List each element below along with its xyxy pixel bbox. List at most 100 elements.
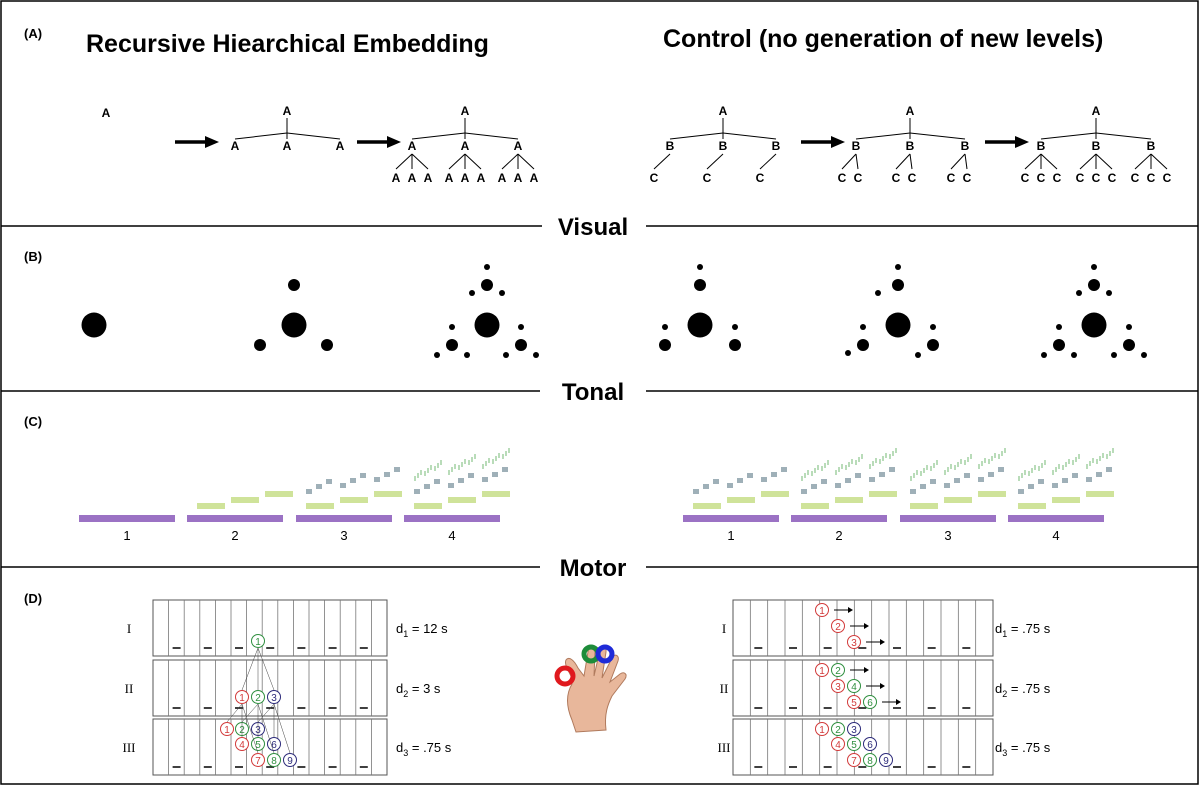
- dot: [895, 264, 901, 270]
- panel-d-label: (D): [24, 591, 42, 606]
- sequence-number: [235, 737, 249, 751]
- tree-node: C: [854, 171, 863, 185]
- tone-level-3: [835, 483, 841, 488]
- sequence-number: [847, 695, 861, 709]
- tree-edge: [448, 153, 466, 170]
- tree-node: C: [1037, 171, 1046, 185]
- tone-level-4: [845, 465, 847, 470]
- tone-level-3: [448, 483, 454, 488]
- arrow-head: [387, 136, 401, 148]
- tone-level-1: [791, 515, 887, 522]
- sequence-number: [283, 753, 297, 767]
- tone-level-3: [350, 478, 356, 483]
- tone-level-4: [930, 466, 932, 471]
- tone-level-4: [485, 461, 487, 466]
- tone-level-3: [869, 477, 875, 482]
- tree-node: A: [231, 139, 240, 153]
- tone-level-4: [998, 454, 1000, 459]
- tone-level-3: [492, 472, 498, 477]
- tone-level-2: [835, 497, 863, 503]
- tone-level-4: [1102, 453, 1104, 458]
- tone-level-4: [1018, 476, 1020, 481]
- tree-edge: [1095, 153, 1113, 170]
- tone-level-3: [889, 467, 895, 472]
- sequence-number-label: 1: [255, 637, 261, 648]
- sequence-number: [847, 722, 861, 736]
- sequence-number-label: 4: [239, 740, 245, 751]
- tone-level-3: [801, 489, 807, 494]
- sequence-number-label: 3: [271, 693, 277, 704]
- tone-level-3: [845, 478, 851, 483]
- key-strip: [152, 659, 388, 717]
- tone-level-4: [1112, 448, 1114, 453]
- level-label: I: [722, 621, 726, 636]
- tree-node: C: [1053, 171, 1062, 185]
- tone-level-4: [1044, 460, 1046, 465]
- tone-level-4: [1038, 466, 1040, 471]
- tree-edge: [411, 132, 466, 140]
- sequence-number-label: 7: [255, 756, 261, 767]
- tone-level-4: [913, 473, 915, 478]
- tone-level-3: [326, 479, 332, 484]
- tone-level-2: [340, 497, 368, 503]
- dot: [930, 324, 936, 330]
- tone-level-4: [885, 453, 887, 458]
- tone-level-4: [451, 467, 453, 472]
- dot: [662, 324, 668, 330]
- tone-level-4: [1092, 458, 1094, 463]
- tone-level-4: [492, 459, 494, 464]
- tone-level-3: [1086, 477, 1092, 482]
- tone-level-4: [954, 465, 956, 470]
- tone-level-4: [933, 463, 935, 468]
- tone-level-4: [508, 448, 510, 453]
- sequence-number: [879, 753, 893, 767]
- sequence-number-label: 5: [851, 698, 857, 709]
- tone-level-2: [869, 491, 897, 497]
- tone-level-3: [384, 472, 390, 477]
- tone-level-4: [1028, 471, 1030, 476]
- tone-level-3: [1062, 478, 1068, 483]
- dot: [845, 350, 851, 356]
- tone-level-4: [944, 470, 946, 475]
- tone-level-4: [1109, 451, 1111, 456]
- tree-node: B: [852, 139, 861, 153]
- tone-level-4: [454, 464, 456, 469]
- tree-node: A: [461, 139, 470, 153]
- tree-node: B: [666, 139, 675, 153]
- tone-level-2: [761, 491, 789, 497]
- duration-label: d3 = .75 s: [396, 740, 452, 758]
- dot: [1141, 352, 1147, 358]
- step-arrow-head: [880, 639, 885, 645]
- tonal-step-label: 4: [1052, 528, 1059, 543]
- tone-level-3: [771, 472, 777, 477]
- panel-b-label: (B): [24, 249, 42, 264]
- tone-level-1: [404, 515, 500, 522]
- dot-fractals: [81, 264, 1147, 358]
- tone-level-4: [434, 466, 436, 471]
- tree-node: C: [963, 171, 972, 185]
- sequence-number-label: 2: [835, 666, 841, 677]
- tree-node: A: [1092, 104, 1101, 118]
- tree-node: C: [892, 171, 901, 185]
- tone-level-4: [994, 453, 996, 458]
- branch-line: [241, 647, 259, 691]
- tone-level-3: [458, 478, 464, 483]
- tree-node: B: [1092, 139, 1101, 153]
- tone-level-3: [930, 479, 936, 484]
- duration-label: d3 = .75 s: [995, 740, 1051, 758]
- dot: [81, 312, 107, 338]
- tone-level-3: [482, 477, 488, 482]
- branch-line: [257, 703, 275, 723]
- tone-level-3: [821, 479, 827, 484]
- tree-node: A: [283, 104, 292, 118]
- tone-level-4: [1086, 464, 1088, 469]
- dot: [288, 279, 300, 291]
- tone-level-4: [495, 456, 497, 461]
- dot: [1076, 290, 1082, 296]
- sequence-number: [847, 635, 861, 649]
- tree-node: C: [838, 171, 847, 185]
